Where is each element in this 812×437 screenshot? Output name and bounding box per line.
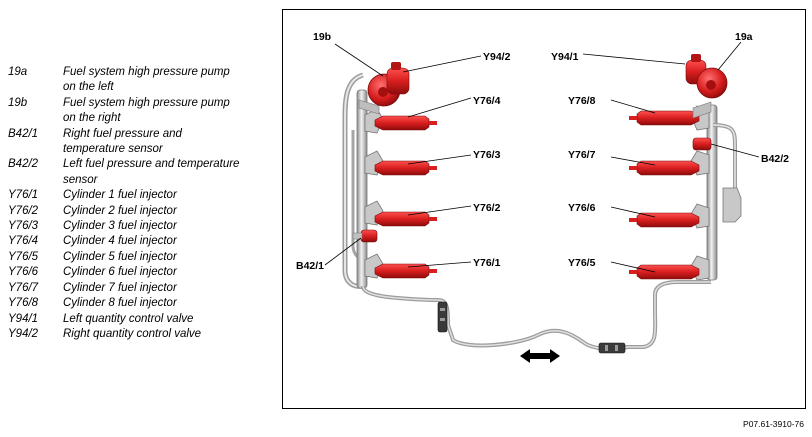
double-arrow-icon: [520, 349, 560, 363]
legend-code: Y94/1: [8, 312, 39, 325]
legend-desc: Cylinder 3 fuel injector: [63, 220, 177, 233]
callout-y76-5: Y76/5: [568, 257, 596, 269]
legend-code: Y76/6: [8, 266, 39, 279]
callout-19b: 19b: [313, 31, 331, 43]
legend-item: B42/1 Right fuel pressure and temperature…: [8, 127, 278, 158]
legend-desc: Left quantity control valve: [63, 312, 194, 325]
legend-item: Y94/1 Left quantity control valve: [8, 312, 278, 327]
legend-item: Y76/6 Cylinder 6 fuel injector: [8, 265, 278, 280]
callout-y76-8: Y76/8: [568, 95, 596, 107]
callout-y76-6: Y76/6: [568, 202, 596, 214]
legend-code: Y94/2: [8, 327, 39, 340]
right-fuel-rail: [706, 104, 718, 281]
legend-item: Y76/1 Cylinder 1 fuel injector: [8, 188, 278, 203]
legend-desc: Left fuel pressure and temperature senso…: [63, 158, 240, 186]
callout-y76-4: Y76/4: [473, 95, 501, 107]
legend-desc: Fuel system high pressure pump on the ri…: [63, 96, 230, 125]
injector-y76-7: [629, 160, 700, 176]
injector-y76-4: [374, 115, 437, 131]
legend-code: Y76/2: [8, 204, 39, 217]
legend-desc: Cylinder 2 fuel injector: [63, 204, 177, 217]
pump-19b: [358, 62, 410, 115]
injector-y76-3: [374, 160, 437, 176]
leader-lines: [324, 41, 760, 273]
legend-code: Y76/8: [8, 297, 39, 310]
legend-item: 19a Fuel system high pressure pump on the…: [8, 65, 278, 96]
diagram-frame: 19b Y94/2 Y94/1 19a Y76/4 Y76/3 Y76/2 Y7…: [282, 9, 806, 409]
callout-b42-1: B42/1: [296, 260, 324, 272]
connecting-fuel-line: [361, 280, 711, 354]
legend-desc: Cylinder 4 fuel injector: [63, 235, 177, 248]
valve-y94-2: [386, 67, 410, 95]
injector-y76-8: [629, 110, 700, 126]
legend-item: Y76/5 Cylinder 5 fuel injector: [8, 250, 278, 265]
legend-desc: Cylinder 1 fuel injector: [63, 189, 177, 202]
legend-desc: Fuel system high pressure pump on the le…: [63, 66, 230, 94]
left-line-coupling: [437, 301, 448, 333]
legend-code: Y76/4: [8, 235, 39, 248]
legend-code: Y76/7: [8, 281, 39, 294]
legend-desc: Right fuel pressure and temperature sens…: [63, 127, 182, 156]
pump-19a: [685, 54, 728, 119]
sensor-b42-2: [692, 137, 712, 151]
legend-item: Y76/3 Cylinder 3 fuel injector: [8, 219, 278, 234]
left-bank: [342, 62, 437, 289]
callout-y94-2: Y94/2: [483, 51, 511, 63]
callout-b42-2: B42/2: [761, 153, 789, 165]
legend-code: Y76/3: [8, 220, 39, 233]
legend-item: Y76/7 Cylinder 7 fuel injector: [8, 281, 278, 296]
legend-desc: Cylinder 7 fuel injector: [63, 281, 177, 294]
legend-code: Y76/5: [8, 250, 39, 263]
sensor-b42-1: [352, 229, 378, 243]
injector-y76-6: [629, 212, 700, 228]
injector-y76-2: [374, 211, 437, 227]
callout-y76-3: Y76/3: [473, 149, 501, 161]
legend-code: 19b: [8, 96, 28, 109]
legend-code: 19a: [8, 66, 28, 78]
figure-code: P07.61-3910-76: [743, 419, 804, 429]
right-bank: [629, 54, 742, 281]
injector-y76-1: [374, 263, 437, 279]
callout-y94-1: Y94/1: [551, 51, 579, 63]
callout-y76-2: Y76/2: [473, 202, 501, 214]
legend-code: Y76/1: [8, 189, 39, 202]
legend-code: B42/1: [8, 127, 39, 140]
right-line-coupling: [598, 342, 626, 354]
injector-y76-5: [629, 264, 700, 280]
legend-desc: Cylinder 5 fuel injector: [63, 250, 177, 263]
legend-item: Y76/4 Cylinder 4 fuel injector: [8, 234, 278, 249]
legend-desc: Cylinder 6 fuel injector: [63, 266, 177, 279]
legend-item: Y94/2 Right quantity control valve: [8, 327, 278, 342]
legend-desc: Cylinder 8 fuel injector: [63, 297, 177, 310]
callout-y76-7: Y76/7: [568, 149, 596, 161]
callout-19a: 19a: [735, 31, 753, 43]
fuel-system-diagram: 19b Y94/2 Y94/1 19a Y76/4 Y76/3 Y76/2 Y7…: [296, 31, 789, 363]
legend-item: Y76/8 Cylinder 8 fuel injector: [8, 296, 278, 311]
callout-y76-1: Y76/1: [473, 257, 501, 269]
legend-desc: Right quantity control valve: [63, 327, 202, 340]
legend-code: B42/2: [8, 158, 39, 171]
legend-item: 19b Fuel system high pressure pump on the…: [8, 96, 278, 127]
legend-item: B42/2 Left fuel pressure and temperature …: [8, 157, 278, 188]
legend-item: Y76/2 Cylinder 2 fuel injector: [8, 204, 278, 219]
